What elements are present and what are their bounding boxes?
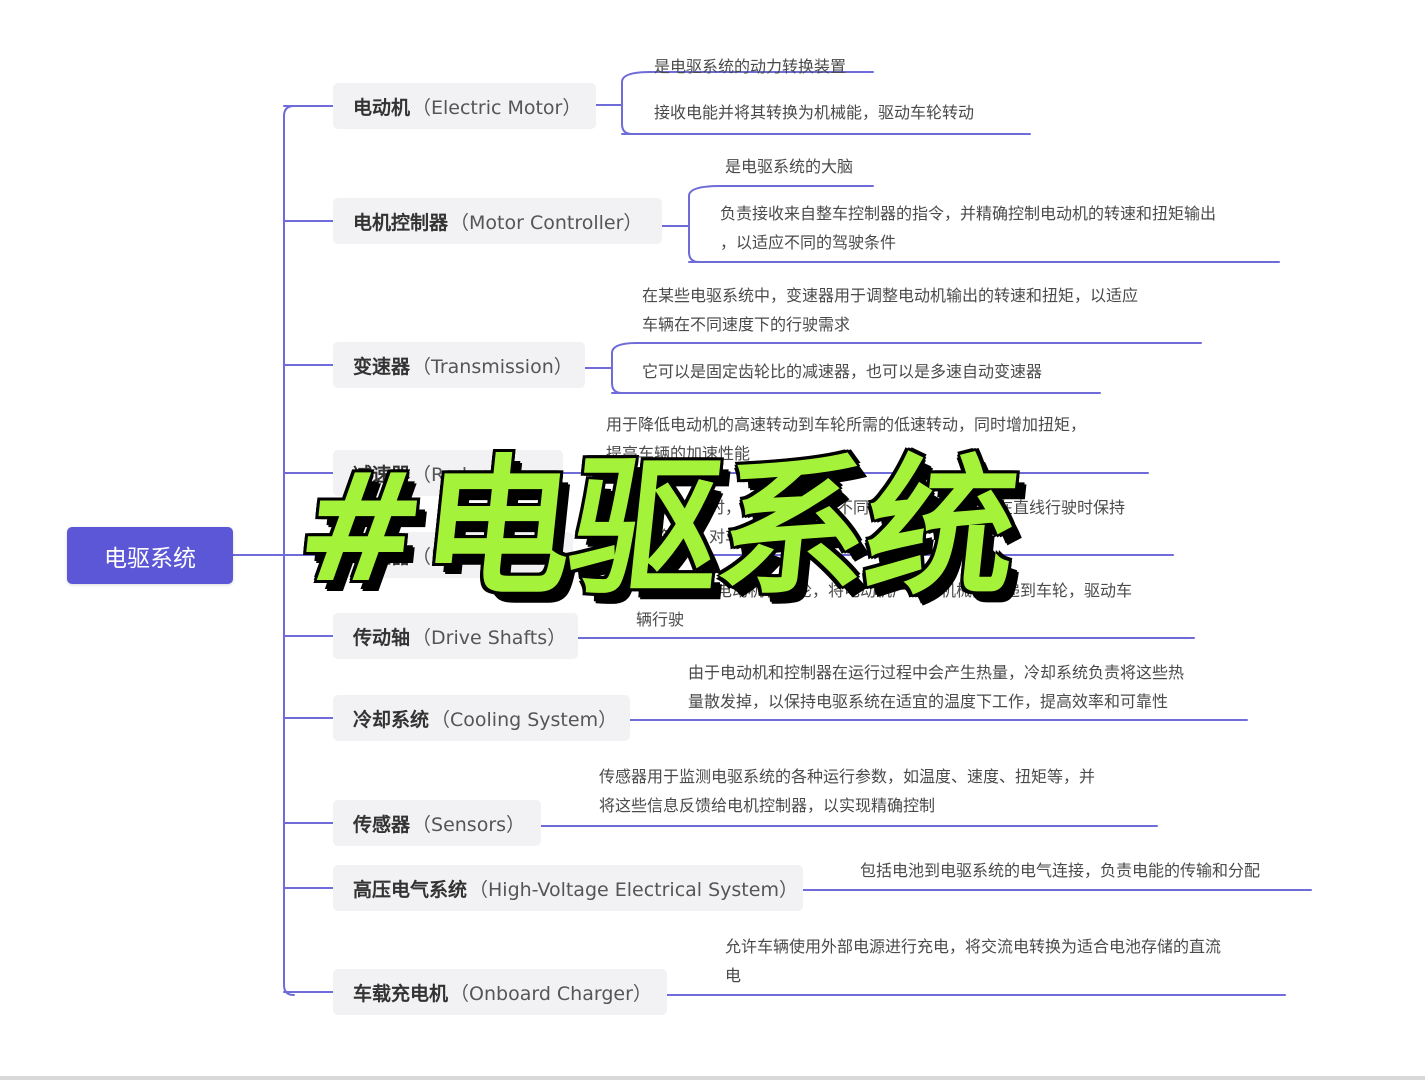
description-line: 是电驱系统的大脑 [725, 157, 854, 176]
branch-title-zh: 传感器 [353, 813, 411, 836]
description-line: 负责接收来自整车控制器的指令，并精确控制电动机的转速和扭矩输出 [720, 204, 1217, 223]
desc-bracket [688, 185, 721, 263]
description-line: 它可以是固定齿轮比的减速器，也可以是多速自动变速器 [642, 362, 1043, 381]
branch-title-en: （Drive Shafts） [412, 626, 567, 649]
description-line: 在某些电驱系统中，变速器用于调整电动机输出的转速和扭矩，以适应 [642, 286, 1139, 305]
branch-title-zh: 电动机 [353, 96, 411, 119]
description-text: 由于电动机和控制器在运行过程中会产生热量，冷却系统负责将这些热量散发掉，以保持电… [688, 658, 1184, 716]
branch-title-zh: 差速器 [353, 545, 411, 568]
branch-title-en: （High-Voltage Electrical System） [469, 878, 798, 901]
description-line: 将这些信息反馈给电机控制器，以实现精确控制 [599, 796, 936, 815]
description-text: 传感器用于监测电驱系统的各种运行参数，如温度、速度、扭矩等，并将这些信息反馈给电… [599, 762, 1095, 820]
overlay-title: #电驱系统 [289, 425, 1140, 616]
branch-title-en: （Electric Motor） [412, 96, 582, 119]
description-line: 量散发掉，以保持电驱系统在适宜的温度下工作，提高效率和可靠性 [688, 692, 1169, 711]
description-line: 车辆在不同速度下的行驶需求 [642, 315, 851, 334]
overlay-title-text: #电驱系统 [289, 441, 1024, 616]
branch-title-zh: 电机控制器 [353, 211, 449, 234]
description-line: 由于电动机和控制器在运行过程中会产生热量，冷却系统负责将这些热 [688, 663, 1185, 682]
description-line: 允许车辆使用外部电源进行充电，将交流电转换为适合电池存储的直流 [725, 937, 1222, 956]
description-line: 是电驱系统的动力转换装置 [654, 57, 847, 76]
description-text: 用于降低电动机的高速转动到车轮所需的低速转动，同时增加扭矩， 提高车辆的加速性能 [606, 410, 1086, 468]
description-text: 在车辆转弯时，允许左右轮以不同的速度旋转，同时在直线行驶时保持两轮等速，对车辆操… [629, 493, 1125, 551]
description-line: 用于降低电动机的高速转动到车轮所需的低速转动，同时增加扭矩， [606, 415, 1087, 434]
branch-node[interactable]: 差速器（Differential） [333, 532, 573, 578]
branch-title-zh: 传动轴 [353, 626, 411, 649]
description-text: 接收电能并将其转换为机械能，驱动车轮转动 [654, 98, 974, 127]
branch-node[interactable]: 高压电气系统（High-Voltage Electrical System） [333, 865, 803, 911]
description-line: 传感器用于监测电驱系统的各种运行参数，如温度、速度、扭矩等，并 [599, 767, 1096, 786]
description-line: 两轮等速，对车辆操控至关重要 [629, 527, 854, 546]
branch-title-zh: 高压电气系统 [353, 878, 468, 901]
description-line: ，以适应不同的驾驶条件 [720, 233, 897, 252]
branch-title-zh: 车载充电机 [353, 982, 449, 1005]
branch-title-zh: 冷却系统 [353, 708, 430, 731]
branch-title-zh: 变速器 [353, 355, 411, 378]
branch-title-en: （Sensors） [412, 813, 526, 836]
description-text: 在某些电驱系统中，变速器用于调整电动机输出的转速和扭矩，以适应车辆在不同速度下的… [642, 281, 1138, 339]
description-text: 是电驱系统的动力转换装置 [654, 52, 846, 81]
branch-node[interactable]: 减速器（Reducer） [333, 450, 563, 496]
description-line: 辆行驶 [636, 610, 685, 629]
description-line: 在车辆转弯时，允许左右轮以不同的速度旋转，同时在直线行驶时保持 [629, 498, 1126, 517]
description-text: 包括电池到电驱系统的电气连接，负责电能的传输和分配 [860, 856, 1260, 885]
root-node[interactable]: 电驱系统 [67, 527, 233, 584]
branch-node[interactable]: 车载充电机（Onboard Charger） [333, 969, 667, 1015]
branch-node[interactable]: 电机控制器（Motor Controller） [333, 198, 662, 244]
description-text: 是电驱系统的大脑 [725, 152, 853, 181]
branch-node[interactable]: 传感器（Sensors） [333, 800, 541, 846]
branch-title-en: （Cooling System） [431, 708, 618, 731]
description-text: 负责接收来自整车控制器的指令，并精确控制电动机的转速和扭矩输出 ，以适应不同的驾驶… [720, 199, 1216, 257]
branch-title-en: （Motor Controller） [450, 211, 643, 234]
trunk-line [283, 105, 295, 996]
branch-node[interactable]: 冷却系统（Cooling System） [333, 695, 630, 741]
desc-bracket [621, 71, 651, 135]
description-text: 它可以是固定齿轮比的减速器，也可以是多速自动变速器 [642, 357, 1042, 386]
description-text: 传动轴连接电动机和车轮，将电动机产生的机械能传递到车轮，驱动车辆行驶 [636, 576, 1132, 634]
branch-title-en: （Onboard Charger） [450, 982, 652, 1005]
branch-node[interactable]: 传动轴（Drive Shafts） [333, 613, 578, 659]
description-line: 电 [725, 966, 742, 985]
desc-bracket [611, 342, 638, 394]
branch-title-en: （Reducer） [412, 463, 529, 486]
description-line: 传动轴连接电动机和车轮，将电动机产生的机械能传递到车轮，驱动车 [636, 581, 1133, 600]
description-line: 提高车辆的加速性能 [606, 444, 751, 463]
branch-node[interactable]: 电动机（Electric Motor） [333, 83, 596, 129]
branch-title-zh: 减速器 [353, 463, 411, 486]
description-line: 接收电能并将其转换为机械能，驱动车轮转动 [654, 103, 975, 122]
description-text: 允许车辆使用外部电源进行充电，将交流电转换为适合电池存储的直流电 [725, 932, 1221, 990]
branch-title-en: （Differential） [412, 545, 556, 568]
branch-node[interactable]: 变速器（Transmission） [333, 342, 585, 388]
description-line: 包括电池到电驱系统的电气连接，负责电能的传输和分配 [860, 861, 1261, 880]
root-label: 电驱系统 [104, 545, 196, 572]
branch-title-en: （Transmission） [412, 355, 573, 378]
bottom-divider [0, 1076, 1425, 1080]
